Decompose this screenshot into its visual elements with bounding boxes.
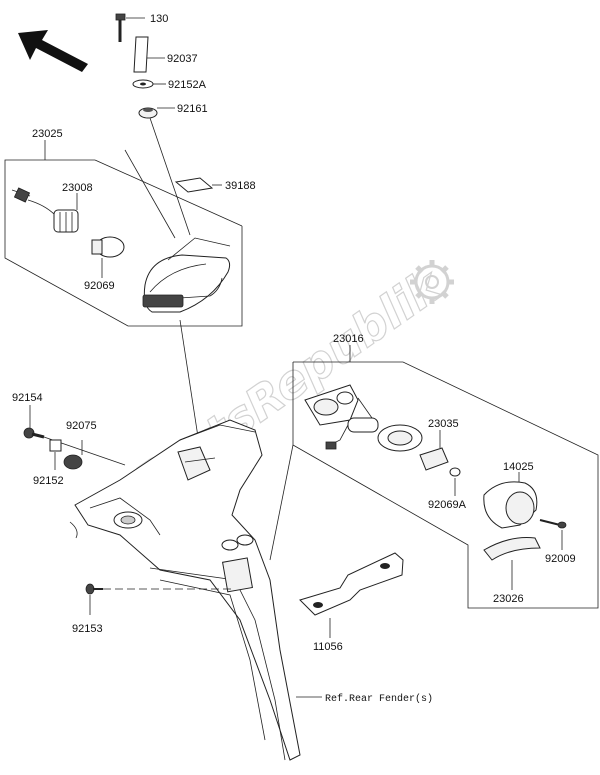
label-23016: 23016 [333, 333, 364, 345]
washer-92152a [132, 79, 166, 89]
label-92154: 92154 [12, 392, 43, 404]
label-92069: 92069 [84, 280, 115, 292]
bracket-23026 [483, 537, 541, 590]
label-92075: 92075 [66, 420, 97, 432]
bulb-92069a [449, 467, 461, 496]
label-14025: 14025 [503, 461, 534, 473]
label-92009: 92009 [545, 553, 576, 565]
label-23026: 23026 [493, 593, 524, 605]
socket-23008 [11, 187, 79, 233]
label-23008: 23008 [62, 182, 93, 194]
license-light-housing [304, 384, 373, 426]
label-92152a: 92152A [168, 79, 207, 91]
label-39188 [174, 177, 222, 193]
screw-92153 [85, 583, 235, 615]
label-130: 130 [150, 13, 168, 25]
label-92152: 92152 [33, 475, 64, 487]
screw-92009 [539, 519, 567, 550]
label-23035: 23035 [428, 418, 459, 430]
label-39188: 39188 [225, 180, 256, 192]
rear-fender [69, 419, 301, 761]
label-11056: 11056 [313, 641, 343, 653]
cover-14025 [483, 472, 538, 529]
license-light-socket [325, 417, 379, 450]
front-direction-arrow-icon [18, 30, 88, 72]
taillight-lens [142, 237, 231, 313]
label-92069a: 92069A [428, 499, 467, 511]
label-ref-rear-fender: Ref.Rear Fender(s) [325, 693, 433, 705]
spacer-92037 [133, 36, 165, 73]
label-92161: 92161 [177, 103, 208, 115]
license-light-lens [377, 424, 423, 452]
license-light-box [269, 345, 599, 609]
grommet-92075 [63, 440, 83, 470]
collar-92152 [49, 439, 62, 470]
bulb-92069 [91, 236, 125, 278]
grommet-92161 [138, 107, 175, 119]
bolt-130 [115, 13, 145, 42]
taillight-assembly-box [4, 117, 243, 327]
gear-icon [410, 260, 454, 304]
clip-23035 [419, 430, 449, 471]
label-23025: 23025 [32, 128, 63, 140]
label-92037: 92037 [167, 53, 198, 65]
label-92153: 92153 [72, 623, 103, 635]
plate-bracket-11056 [299, 552, 404, 638]
